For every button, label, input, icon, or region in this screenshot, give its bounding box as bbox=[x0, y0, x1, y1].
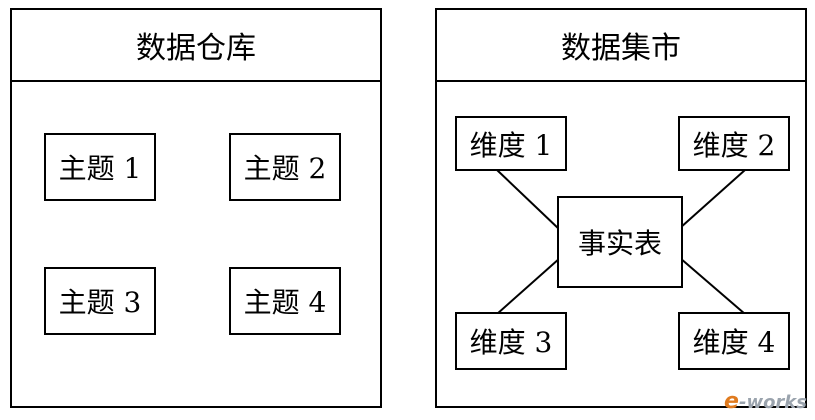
dimension-box-3: 维度 3 bbox=[455, 312, 567, 370]
watermark-prefix: e bbox=[724, 389, 739, 414]
subject-box-1: 主题 1 bbox=[44, 133, 156, 201]
connector-dimension-1 bbox=[496, 169, 561, 231]
dimension-box-4: 维度 4 bbox=[678, 312, 790, 370]
connector-dimension-3 bbox=[496, 257, 561, 315]
connector-dimension-2 bbox=[679, 169, 746, 229]
data-warehouse-title: 数据仓库 bbox=[12, 10, 380, 82]
dimension-box-2: 维度 2 bbox=[678, 116, 790, 171]
data-warehouse-panel: 数据仓库 bbox=[10, 8, 382, 408]
data-mart-title: 数据集市 bbox=[437, 10, 805, 82]
subject-box-4: 主题 4 bbox=[229, 267, 341, 335]
subject-box-3: 主题 3 bbox=[44, 267, 156, 335]
subject-box-2: 主题 2 bbox=[229, 133, 341, 201]
watermark-rest: -works bbox=[738, 392, 807, 413]
dimension-box-1: 维度 1 bbox=[455, 116, 567, 171]
eworks-watermark-logo: e-works bbox=[724, 389, 807, 414]
fact-table-box: 事实表 bbox=[557, 196, 683, 288]
connector-dimension-4 bbox=[679, 257, 746, 315]
